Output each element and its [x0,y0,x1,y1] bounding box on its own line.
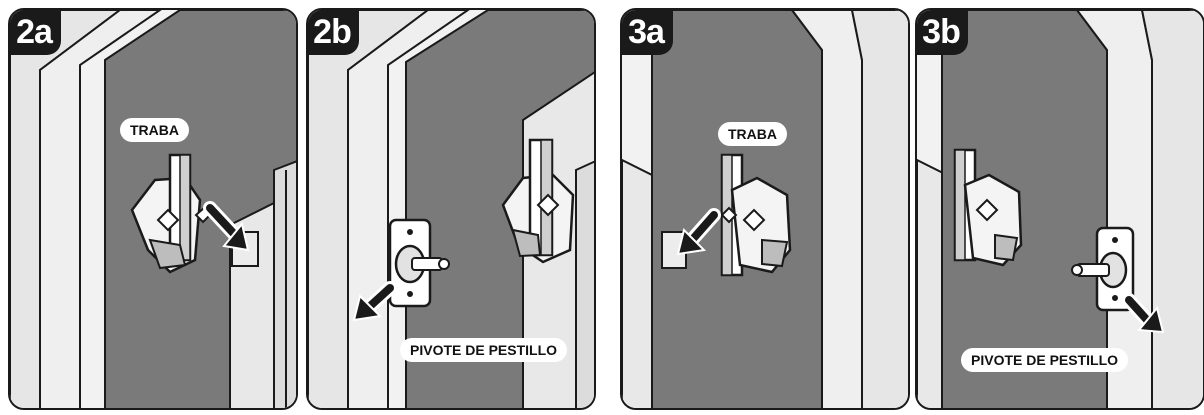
step-badge: 3b [917,10,968,55]
door-illustration [622,10,908,408]
part-label-pivote: PIVOTE DE PESTILLO [400,338,568,362]
part-label-traba: TRABA [718,122,787,146]
step-badge: 3a [622,10,673,55]
step-panel-2b: 2b PIVOTE DE PESTILLO [306,8,596,410]
latch-pivot-plate [1071,226,1135,312]
step-badge: 2b [308,10,359,55]
latch-device [720,153,792,277]
latch-device [953,148,1023,267]
direction-arrow [1122,293,1165,334]
door-illustration [917,10,1203,408]
direction-arrow [203,201,250,252]
step-badge: 2a [10,10,61,55]
direction-arrow [352,281,397,322]
latch-device [130,153,212,274]
part-label-traba: TRABA [120,118,189,142]
door-illustration [10,10,296,408]
step-panel-2a: 2a TRABA [8,8,298,410]
part-label-pivote: PIVOTE DE PESTILLO [961,348,1129,372]
step-panel-3b: 3b PIVOTE DE PESTILLO [915,8,1204,410]
direction-arrow [676,208,721,256]
latch-device [501,138,575,264]
latch-pivot-plate [388,218,450,308]
step-panel-3a: 3a TRABA [620,8,910,410]
